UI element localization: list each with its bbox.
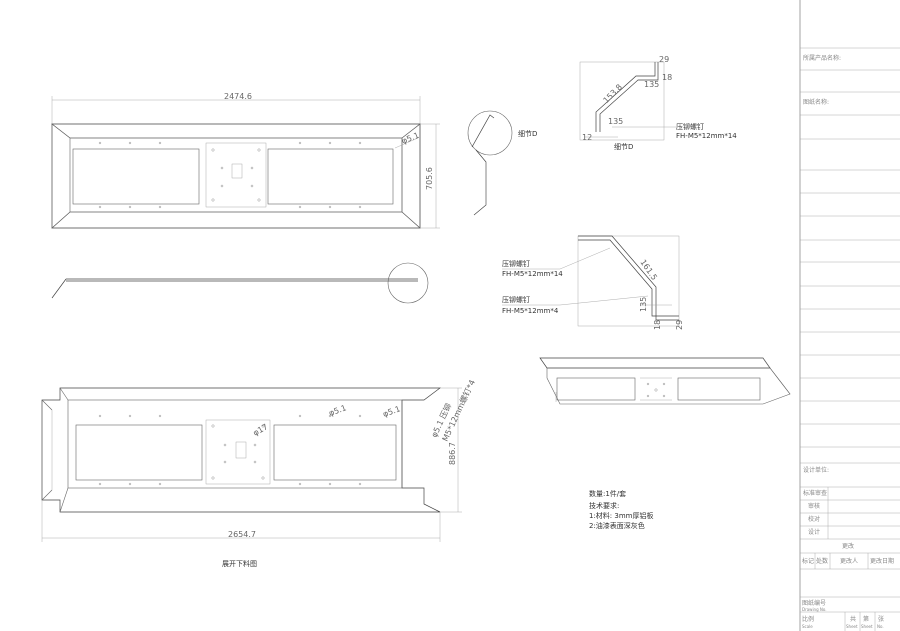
detail-d-callout-title: 压铆螺钉 bbox=[676, 122, 704, 131]
detail-d-view: 29 18 135 153.8 135 12 压铆螺钉 FH-M5*12mm*1… bbox=[579, 55, 737, 151]
tb-page: 第 bbox=[863, 615, 869, 623]
tb-design: 设计 bbox=[808, 528, 820, 536]
section-detail-view: 161.5 135 18 29 压铆螺钉 FH-M5*12mm*14 压铆螺钉 … bbox=[502, 235, 684, 330]
tb-drawing-no: 图纸编号 bbox=[802, 599, 826, 607]
note-quantity: 数量:1件/套 bbox=[589, 489, 626, 498]
detail-d-dim-4: 153.8 bbox=[602, 82, 625, 105]
technical-notes: 数量:1件/套 技术要求: 1:材料: 3mm厚铝板 2:油漆表面深灰色 bbox=[589, 489, 654, 530]
detail-d-circle-label: 细节D bbox=[518, 129, 537, 138]
section-dim-2: 135 bbox=[639, 297, 648, 312]
section-callout1-spec: FH-M5*12mm*14 bbox=[502, 270, 563, 278]
top-view-width-dim: 2474.6 bbox=[224, 92, 252, 101]
section-callout1-title: 压铆螺钉 bbox=[502, 259, 530, 268]
detail-d-dim-3: 135 bbox=[644, 80, 659, 89]
detail-d-dim-6: 12 bbox=[582, 133, 592, 142]
tb-standardization: 标准审查 bbox=[803, 489, 827, 497]
tb-proofread: 校对 bbox=[808, 515, 820, 523]
detail-d-dim-1: 29 bbox=[659, 55, 669, 64]
note-finish: 2:油漆表面深灰色 bbox=[589, 521, 645, 530]
flat-hole-dim-2: φ5.1 bbox=[382, 404, 402, 419]
tb-changer: 更改人 bbox=[840, 557, 858, 565]
tb-page-unit: 张 bbox=[878, 615, 884, 623]
tb-no: No. bbox=[877, 624, 884, 629]
tb-design-unit: 设计单位: bbox=[803, 466, 829, 474]
section-dim-4: 29 bbox=[675, 320, 684, 330]
tb-drawing-name: 图纸名称: bbox=[803, 98, 829, 106]
tb-scale-sub: Scale bbox=[802, 624, 813, 629]
tb-sheet-sub: Sheet bbox=[846, 624, 858, 629]
tb-mark: 标记 bbox=[802, 557, 814, 565]
section-callout2-title: 压铆螺钉 bbox=[502, 295, 530, 304]
isometric-view bbox=[539, 357, 791, 405]
top-view-height-dim: 705.6 bbox=[425, 167, 434, 190]
tb-sheet: 共 bbox=[850, 615, 856, 623]
flat-width-dim: 2654.7 bbox=[228, 530, 256, 539]
section-callout2-spec: FH-M5*12mm*4 bbox=[502, 307, 559, 315]
tb-change: 更改 bbox=[842, 542, 854, 550]
tb-review: 审核 bbox=[808, 502, 820, 510]
top-view-hole-dim: φ5.1 bbox=[400, 131, 420, 146]
detail-d-circle-view: 细节D bbox=[467, 110, 537, 216]
tb-count: 处数 bbox=[816, 557, 828, 565]
flat-height-dim: 886.7 bbox=[448, 442, 457, 465]
tb-change-date: 更改日期 bbox=[870, 557, 894, 565]
tb-page-sub: Sheet bbox=[861, 624, 873, 629]
detail-d-dim-5: 135 bbox=[608, 117, 623, 126]
side-profile bbox=[51, 262, 429, 304]
flat-pattern-view: φ5.1 φ5.1 φ17 φ5.1 压铆 M5*12mm螺钉*4 886.7 … bbox=[41, 378, 477, 568]
tb-scale: 比例 bbox=[802, 615, 814, 623]
section-dim-3: 18 bbox=[653, 320, 662, 330]
note-material: 1:材料: 3mm厚铝板 bbox=[589, 511, 654, 520]
title-block: 所属产品名称: 图纸名称: 设计单位: 标准审查 审核 校对 设计 更改 标记 … bbox=[799, 0, 900, 631]
flat-pattern-caption: 展开下料图 bbox=[222, 559, 257, 568]
detail-d-dim-2: 18 bbox=[662, 73, 672, 82]
flat-hole-dim-1: φ5.1 bbox=[328, 403, 348, 418]
flat-hole-dim-3: φ17 bbox=[252, 422, 270, 438]
detail-d-caption: 细节D bbox=[614, 142, 633, 151]
note-tech-req: 技术要求: bbox=[589, 501, 619, 510]
tb-product-name: 所属产品名称: bbox=[803, 54, 841, 62]
top-view: 2474.6 φ5.1 705.6 bbox=[51, 92, 440, 229]
detail-d-callout-spec: FH-M5*12mm*14 bbox=[676, 132, 737, 140]
tb-drawing-no-sub: Drawing No. bbox=[802, 607, 827, 612]
